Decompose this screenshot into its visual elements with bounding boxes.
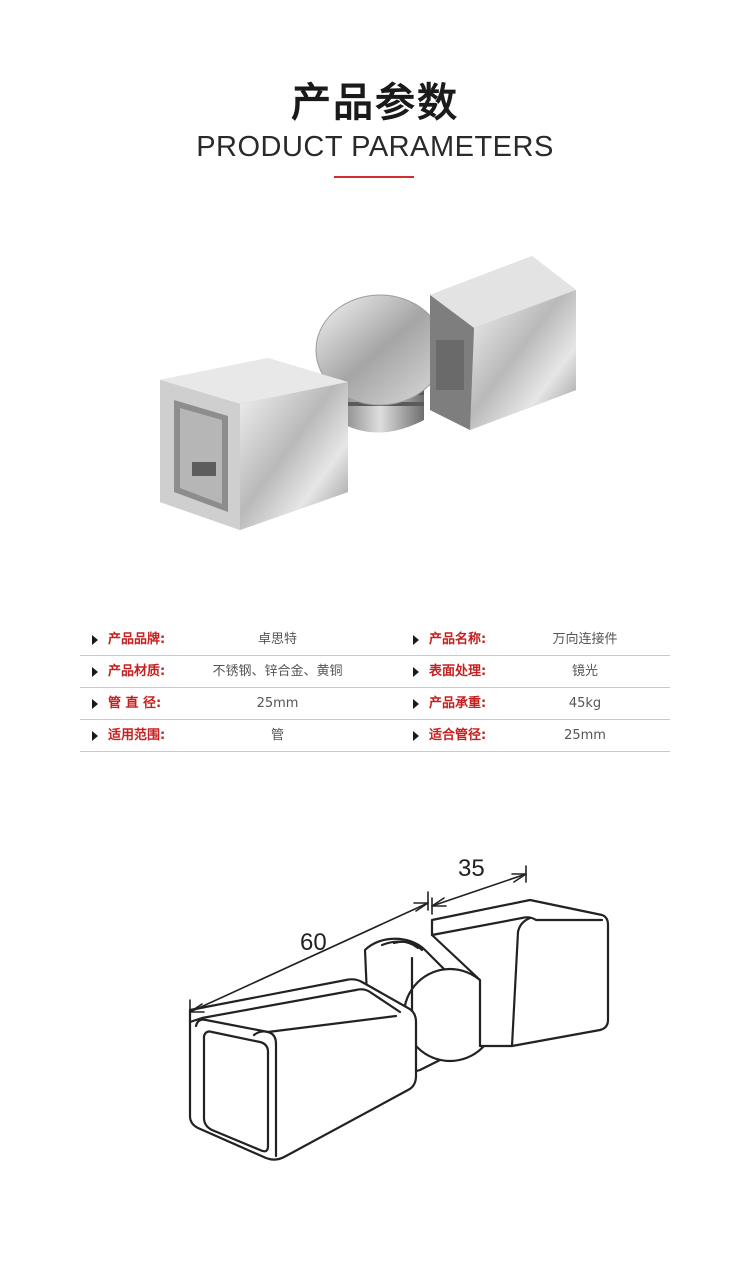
connector-line-drawing: 60 35 — [188, 855, 610, 1161]
param-row: 管 直 径: 25mm 产品承重: 45kg — [80, 688, 670, 720]
param-label: 产品名称: — [429, 632, 487, 647]
page-subtitle: PRODUCT PARAMETERS — [196, 131, 554, 163]
title-underline — [334, 176, 414, 178]
arrow-right-icon — [413, 635, 419, 645]
param-row: 产品材质: 不锈钢、锌合金、黄铜 表面处理: 镜光 — [80, 656, 670, 688]
param-value: 镜光 — [571, 664, 598, 679]
param-value: 25mm — [564, 728, 606, 743]
param-value: 万向连接件 — [552, 632, 618, 647]
param-label: 适用范围: — [108, 728, 166, 743]
arrow-right-icon — [92, 731, 98, 741]
arrow-right-icon — [413, 699, 419, 709]
dimension-length-label: 60 — [300, 929, 327, 956]
param-label: 产品承重: — [429, 696, 487, 711]
param-label: 表面处理: — [429, 664, 487, 679]
param-label: 管 直 径: — [108, 696, 162, 711]
arrow-right-icon — [413, 731, 419, 741]
param-row: 适用范围: 管 适合管径: 25mm — [80, 720, 670, 752]
param-value: 管 — [270, 728, 284, 743]
arrow-right-icon — [413, 667, 419, 677]
connector-photo-illustration — [160, 256, 576, 530]
arrow-right-icon — [92, 635, 98, 645]
dimension-width-label: 35 — [458, 855, 485, 882]
arrow-right-icon — [92, 667, 98, 677]
product-photo — [140, 230, 610, 560]
param-row: 产品品牌: 卓思特 产品名称: 万向连接件 — [80, 624, 670, 656]
param-label: 产品品牌: — [108, 632, 166, 647]
param-value: 卓思特 — [257, 632, 297, 647]
parameter-table: 产品品牌: 卓思特 产品名称: 万向连接件 产品材质: 不锈钢、锌合金、黄铜 表… — [80, 624, 670, 752]
arrow-right-icon — [92, 699, 98, 709]
dimension-drawing: 60 35 — [150, 840, 640, 1240]
param-label: 产品材质: — [108, 664, 166, 679]
param-value: 25mm — [256, 696, 299, 711]
param-value: 不锈钢、锌合金、黄铜 — [212, 664, 343, 679]
page-title: 产品参数 — [291, 80, 459, 126]
param-label: 适合管径: — [429, 728, 487, 743]
param-value: 45kg — [568, 696, 602, 711]
